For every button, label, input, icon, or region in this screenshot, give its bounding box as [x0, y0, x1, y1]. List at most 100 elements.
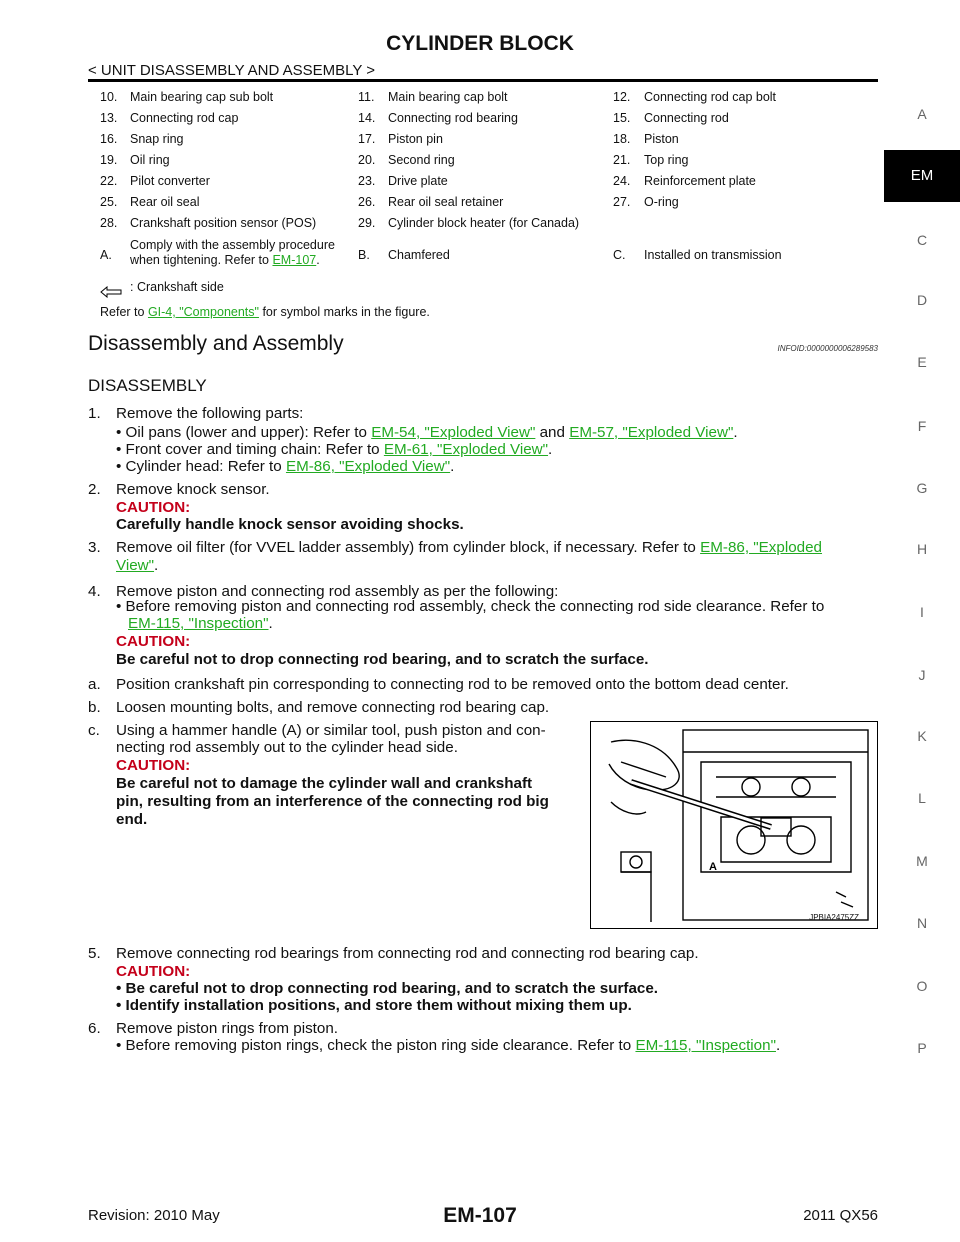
- legend-number: 14.: [358, 111, 376, 125]
- side-index-c[interactable]: C: [916, 232, 928, 248]
- bullet-text: Front cover and timing chain: Refer to: [125, 441, 380, 458]
- em-86-link[interactable]: EM-86, "Exploded: [700, 539, 823, 556]
- caution-text-3: end.: [116, 811, 148, 828]
- legend-text: Connecting rod cap bolt: [644, 90, 777, 104]
- legend-text-c: Installed on transmission: [644, 248, 782, 262]
- side-index-o[interactable]: O: [916, 978, 928, 994]
- caution-text: Identify installation positions, and sto…: [125, 997, 632, 1014]
- legend-text: Second ring: [388, 153, 455, 167]
- step-number: 1.: [88, 405, 101, 422]
- legend-number: 22.: [100, 174, 118, 188]
- em-57-link[interactable]: EM-57, "Exploded View": [569, 424, 734, 441]
- legend-row: 10. Main bearing cap sub bolt 11. Main b…: [88, 90, 878, 110]
- legend-number: 24.: [613, 174, 631, 188]
- step-number: 6.: [88, 1020, 101, 1037]
- step-1-bullet-1: • Oil pans (lower and upper): Refer to E…: [116, 424, 738, 441]
- side-index-em[interactable]: EM: [884, 150, 960, 202]
- caution-label: CAUTION:: [116, 633, 191, 650]
- caution-text: Be careful not to drop connecting rod be…: [125, 980, 659, 997]
- legend-text: Cylinder block heater (for Canada): [388, 216, 580, 230]
- legend-number: 25.: [100, 195, 118, 209]
- side-index-a[interactable]: A: [917, 106, 927, 122]
- piston-removal-illustration: A: [608, 729, 869, 922]
- legend-text: Piston pin: [388, 132, 443, 146]
- step-4-bullet-1: • Before removing piston and connecting …: [116, 598, 825, 615]
- side-index-e[interactable]: E: [917, 354, 927, 370]
- legend-row: 22. Pilot converter 23. Drive plate 24. …: [88, 174, 878, 194]
- legend-text-b: Chamfered: [388, 248, 450, 262]
- caution-text-2: pin, resulting from an interference of t…: [116, 793, 549, 810]
- legend-number: 28.: [100, 216, 118, 230]
- step-3-text-cont: View".: [116, 557, 159, 574]
- side-index-m[interactable]: M: [916, 853, 928, 869]
- legend-text: Connecting rod: [644, 111, 729, 125]
- step-text: Remove piston and connecting rod assembl…: [116, 583, 559, 600]
- step-c-text-2: necting rod assembly out to the cylinder…: [116, 739, 458, 756]
- info-id: INFOID:0000000006289583: [777, 344, 878, 353]
- em-54-link[interactable]: EM-54, "Exploded View": [371, 424, 536, 441]
- footer-model: 2011 QX56: [803, 1207, 878, 1224]
- legend-letter-a: A.: [100, 248, 112, 262]
- legend-number: 20.: [358, 153, 376, 167]
- legend-number: 11.: [358, 90, 375, 104]
- legend-text: Top ring: [644, 153, 689, 167]
- procedure-illustration: A JPBIA2475ZZ: [590, 721, 878, 929]
- step-1-bullet-2: • Front cover and timing chain: Refer to…: [116, 441, 553, 458]
- legend-text: Main bearing cap sub bolt: [130, 90, 274, 104]
- side-index-j[interactable]: J: [918, 667, 926, 683]
- legend-text: Rear oil seal retainer: [388, 195, 504, 209]
- step-4-bullet-1-link: EM-115, "Inspection".: [128, 615, 273, 632]
- figure-label-a: A: [709, 861, 717, 873]
- step-text: Loosen mounting bolts, and remove connec…: [116, 699, 550, 716]
- legend-text: Connecting rod cap: [130, 111, 239, 125]
- step-letter: a.: [88, 676, 101, 693]
- legend-number: 10.: [100, 90, 118, 104]
- em-86-link-cont[interactable]: View": [116, 557, 155, 574]
- side-index-p[interactable]: P: [917, 1040, 927, 1056]
- side-index-n[interactable]: N: [916, 915, 928, 931]
- step-text: Remove connecting rod bearings from conn…: [116, 945, 699, 962]
- crankshaft-side-arrow-icon: [100, 286, 122, 298]
- caution-bullet-1: • Be careful not to drop connecting rod …: [116, 980, 659, 997]
- legend-number: 18.: [613, 132, 631, 146]
- step-c-text-1: Using a hammer handle (A) or similar too…: [116, 722, 546, 739]
- side-index-l[interactable]: L: [918, 790, 926, 806]
- section-title: Disassembly and Assembly: [88, 332, 344, 355]
- side-index-k[interactable]: K: [917, 728, 927, 744]
- step-text: Remove piston rings from piston.: [116, 1020, 338, 1037]
- em-107-link[interactable]: EM-107: [272, 253, 317, 267]
- page-title: CYLINDER BLOCK: [386, 32, 574, 55]
- step-text: Remove the following parts:: [116, 405, 304, 422]
- legend-row: 19. Oil ring 20. Second ring 21. Top rin…: [88, 153, 878, 173]
- gi-4-components-link[interactable]: GI-4, "Components": [147, 305, 259, 319]
- side-index-f[interactable]: F: [917, 418, 927, 434]
- legend-text: Reinforcement plate: [644, 174, 756, 188]
- legend-number: 15.: [613, 111, 631, 125]
- em-61-link[interactable]: EM-61, "Exploded View": [383, 441, 549, 458]
- step-number: 2.: [88, 481, 101, 498]
- em-115-link[interactable]: EM-115, "Inspection": [128, 615, 269, 632]
- step-letter: c.: [88, 722, 100, 739]
- side-index-i[interactable]: I: [920, 604, 924, 620]
- legend-text: Piston: [644, 132, 679, 146]
- side-index-g[interactable]: G: [916, 480, 928, 496]
- legend-text-a: Comply with the assembly procedure when …: [130, 238, 345, 268]
- breadcrumb: < UNIT DISASSEMBLY AND ASSEMBLY >: [88, 62, 376, 79]
- side-index-d[interactable]: D: [916, 292, 928, 308]
- side-index-h[interactable]: H: [916, 541, 928, 557]
- step-number: 5.: [88, 945, 101, 962]
- step-letter: b.: [88, 699, 101, 716]
- step-text: Remove oil filter (for VVEL ladder assem…: [116, 539, 696, 556]
- em-86-link[interactable]: EM-86, "Exploded View": [285, 458, 451, 475]
- refer-prefix: Refer to: [100, 305, 145, 319]
- legend-row: 13. Connecting rod cap 14. Connecting ro…: [88, 111, 878, 131]
- bullet-text: Before removing piston rings, check the …: [125, 1037, 632, 1054]
- step-text: Position crankshaft pin corresponding to…: [116, 676, 789, 693]
- legend-number: 16.: [100, 132, 118, 146]
- subsection-title: DISASSEMBLY: [88, 376, 207, 395]
- em-115-link[interactable]: EM-115, "Inspection": [635, 1037, 776, 1054]
- crankshaft-side-label: : Crankshaft side: [130, 280, 224, 294]
- legend-letter-b: B.: [358, 248, 370, 262]
- legend-letter-c: C.: [613, 248, 626, 262]
- step-1-bullet-3: • Cylinder head: Refer to EM-86, "Explod…: [116, 458, 455, 475]
